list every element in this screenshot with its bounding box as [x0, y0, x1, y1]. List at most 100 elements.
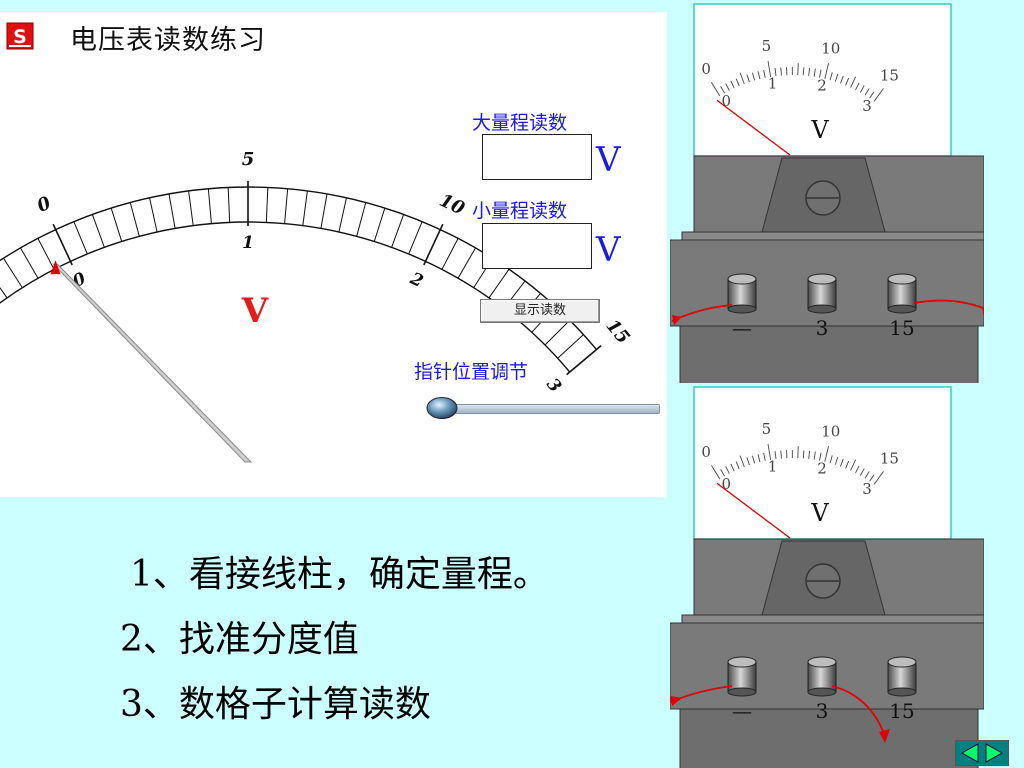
voltmeter-terminal-label: 3	[816, 699, 829, 723]
main-meter-tick	[110, 207, 123, 242]
page-title: 电压表读数练习	[70, 25, 266, 56]
voltmeter-tick	[735, 78, 740, 87]
voltmeter-small-label: 3	[862, 97, 872, 115]
main-meter-pointer	[50, 260, 253, 463]
voltmeter-small-label: 0	[721, 92, 731, 110]
main-meter-unit: V	[241, 291, 269, 331]
main-meter-tick	[423, 223, 444, 266]
voltmeter-tick	[813, 68, 816, 77]
main-meter-large-tick-label: 10	[436, 190, 468, 220]
voltmeter-terminal-label: —	[732, 316, 752, 340]
main-meter-tick	[149, 197, 158, 233]
voltmeter-small-label: 3	[862, 480, 872, 498]
voltmeter-tick	[869, 474, 875, 482]
voltmeter-tick	[850, 459, 857, 471]
main-meter-tick	[566, 345, 602, 376]
voltmeter-base	[679, 325, 979, 383]
voltmeter-tick	[802, 450, 805, 459]
pointer-slider-knob[interactable]	[425, 396, 459, 420]
voltmeter-tick	[730, 80, 735, 89]
main-meter-tick	[188, 190, 194, 226]
voltmeter-tick	[774, 451, 777, 460]
main-meter-tick	[91, 214, 105, 248]
voltmeter-terminal[interactable]	[807, 656, 837, 697]
voltmeter-tick	[767, 443, 772, 460]
voltmeter-tick	[873, 471, 884, 485]
small-range-input[interactable]	[482, 223, 592, 269]
voltmeter-large-label: 5	[762, 37, 772, 55]
voltmeter-tick	[735, 461, 740, 470]
main-meter-tick	[207, 188, 212, 224]
pointer-slider-track[interactable]	[440, 404, 660, 414]
voltmeter-large-label: 0	[701, 60, 711, 78]
voltmeter-terminal-label: —	[732, 699, 752, 723]
voltmeter-terminal[interactable]	[807, 273, 837, 314]
main-meter-tick	[73, 221, 88, 255]
svg-text:S: S	[13, 26, 27, 48]
wire-arrow-icon	[982, 307, 984, 319]
voltmeter-small-label: 0	[721, 475, 731, 493]
voltmeter-ledge	[681, 614, 984, 624]
voltmeter-large-label: 10	[821, 39, 840, 57]
main-meter-tick	[457, 247, 476, 279]
voltmeter-tick	[850, 76, 857, 88]
voltmeter-small-label: 2	[817, 76, 827, 94]
voltmeter-tick	[725, 466, 730, 474]
voltmeter-tick	[763, 452, 766, 461]
large-range-label: 大量程读数	[472, 112, 568, 134]
voltmeter-tick	[746, 457, 750, 466]
main-meter-large-tick-label: 15	[602, 316, 634, 349]
main-meter-tick	[37, 238, 55, 270]
slide-logo-icon: S	[6, 22, 34, 50]
main-meter-tick	[20, 247, 39, 279]
voltmeter-large-label: 15	[880, 449, 899, 467]
main-meter-tick	[227, 187, 231, 223]
voltmeter-tick	[819, 69, 822, 78]
main-meter-tick	[168, 193, 176, 229]
pointer-adjust-label: 指针位置调节	[414, 361, 529, 383]
voltmeter-tick	[855, 82, 860, 91]
voltmeter-needle	[716, 482, 791, 539]
voltmeter-tick	[774, 68, 777, 77]
main-meter-small-tick-label: 1	[242, 233, 254, 253]
voltmeter-small-label: 1	[768, 75, 778, 93]
voltmeter-tick	[855, 465, 860, 474]
main-meter-tick	[544, 319, 571, 346]
voltmeter-tick	[829, 72, 833, 81]
voltmeter-tick	[711, 465, 721, 480]
main-meter-large-tick-label: 5	[242, 149, 255, 170]
large-range-input[interactable]	[482, 134, 592, 180]
main-meter-tick	[408, 221, 423, 255]
wire-arrow-icon	[879, 729, 890, 743]
voltmeter-terminal-label: 3	[816, 316, 829, 340]
main-meter-tick	[441, 238, 459, 270]
main-meter-tick	[265, 187, 269, 223]
voltmeter-tick	[739, 72, 745, 85]
main-meter-tick	[129, 202, 140, 237]
voltmeter-terminal[interactable]	[887, 656, 917, 697]
voltmeter-tick	[751, 455, 756, 464]
voltmeter-tick	[802, 67, 805, 76]
voltmeter-tick	[864, 88, 870, 96]
voltmeter-small-label: 2	[817, 459, 827, 477]
voltmeter-tick	[739, 455, 745, 468]
voltmeter-large-label: 0	[701, 443, 711, 461]
main-meter-tick	[0, 286, 8, 299]
voltmeter-tick	[845, 460, 850, 469]
voltmeter-wire	[913, 299, 984, 310]
voltmeter-terminal[interactable]	[727, 656, 757, 697]
voltmeter-tick	[873, 88, 884, 102]
voltmeter-tick	[840, 75, 844, 84]
main-meter-needle	[52, 263, 253, 463]
voltmeter-needle	[716, 99, 791, 156]
main-meter-tick	[373, 207, 386, 242]
nav-prev-icon[interactable]	[958, 741, 982, 765]
nav-next-icon[interactable]	[982, 741, 1006, 765]
voltmeter-terminal[interactable]	[887, 273, 917, 314]
main-meter-tick	[356, 202, 367, 237]
voltmeter-terminal[interactable]	[727, 273, 757, 314]
show-reading-button[interactable]: 显示读数	[480, 299, 600, 323]
